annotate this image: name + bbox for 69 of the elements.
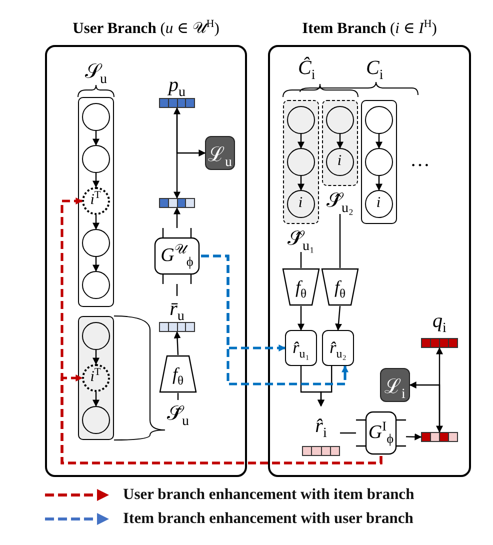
arrow xyxy=(92,131,100,146)
vector-label: q$_{i}$ xyxy=(432,310,446,332)
item-circle: i$^{T}$ xyxy=(82,186,110,214)
ellipsis: … xyxy=(410,150,430,170)
arrow xyxy=(335,306,342,331)
sequence-label: 𝒮̄$_{u}$ xyxy=(155,400,201,428)
arrow xyxy=(436,347,443,433)
loss-box: ℒ$_{i}$ xyxy=(380,368,410,402)
arrow xyxy=(376,134,382,149)
vector-label: r̄$_{u}$ xyxy=(170,298,184,320)
item-circle xyxy=(82,102,110,130)
loss-box: ℒ$_{u}$ xyxy=(205,136,235,170)
vector-label: p$_{u}$ xyxy=(168,74,186,96)
arrow xyxy=(298,306,304,331)
item-circle xyxy=(82,228,110,256)
panel-title: User Branch (u ∈ 𝒰$^{H}$) xyxy=(72,19,220,38)
item-circle xyxy=(326,106,354,134)
sequence-label: 𝒮̂$_{u₁}$ xyxy=(286,227,316,253)
sequence-label: 𝒮$_{u}$ xyxy=(84,60,108,86)
arrow xyxy=(92,392,100,407)
arrow xyxy=(92,257,100,272)
vector-label: r̂$_{i}$ xyxy=(315,414,327,438)
arrow xyxy=(174,207,180,228)
set-label: C$_{i}$ xyxy=(366,58,384,78)
item-circle: i$^{T}$ xyxy=(82,364,110,392)
item-circle xyxy=(286,148,314,176)
arrow xyxy=(298,176,304,191)
legend-text: User branch enhancement with item branch xyxy=(123,486,414,504)
item-circle: i xyxy=(286,190,314,218)
item-circle xyxy=(82,144,110,172)
encoder-label: f$_{θ}$ xyxy=(295,276,307,298)
legend-text: Item branch enhancement with user branch xyxy=(123,510,414,528)
connector-line xyxy=(340,432,356,434)
embedding-vector xyxy=(159,198,195,208)
embedding-vector xyxy=(421,432,458,442)
item-circle: i xyxy=(364,190,392,218)
sequence-column xyxy=(78,316,114,440)
arrow xyxy=(92,173,100,188)
arrow xyxy=(406,433,422,440)
item-circle xyxy=(82,270,110,298)
item-circle xyxy=(82,406,110,434)
set-label: Ĉ$_{i}$ xyxy=(298,58,316,78)
arrow xyxy=(409,382,440,432)
connector-line xyxy=(176,284,178,296)
arrow xyxy=(336,134,344,149)
sequence-label: 𝒮̂$_{u₂}$ xyxy=(326,189,354,215)
item-circle xyxy=(364,148,392,176)
encoder-label: f$_{θ}$ xyxy=(172,364,184,384)
encoder-label: f$_{θ}$ xyxy=(334,276,346,298)
item-circle xyxy=(82,322,110,350)
item-circle: i xyxy=(326,148,354,176)
representation-box: r̂$_{u₁}$ xyxy=(285,330,317,366)
arrow xyxy=(176,108,206,156)
panel-title: Item Branch (i ∈ I$^{H}$) xyxy=(301,19,438,38)
dashed-arrow xyxy=(60,374,382,464)
arrow xyxy=(174,331,181,356)
arrow xyxy=(318,366,332,407)
representation-box: r̂$_{u₂}$ xyxy=(322,330,354,366)
arrow xyxy=(376,176,382,191)
dashed-arrow xyxy=(201,254,349,386)
connector-line xyxy=(300,252,302,268)
arrow xyxy=(298,134,304,149)
arrow xyxy=(174,107,180,199)
connector-line xyxy=(339,214,341,268)
sequence-column xyxy=(361,100,397,224)
arrow xyxy=(92,350,100,365)
arrow xyxy=(92,215,100,230)
item-circle xyxy=(286,106,314,134)
item-circle xyxy=(364,106,392,134)
